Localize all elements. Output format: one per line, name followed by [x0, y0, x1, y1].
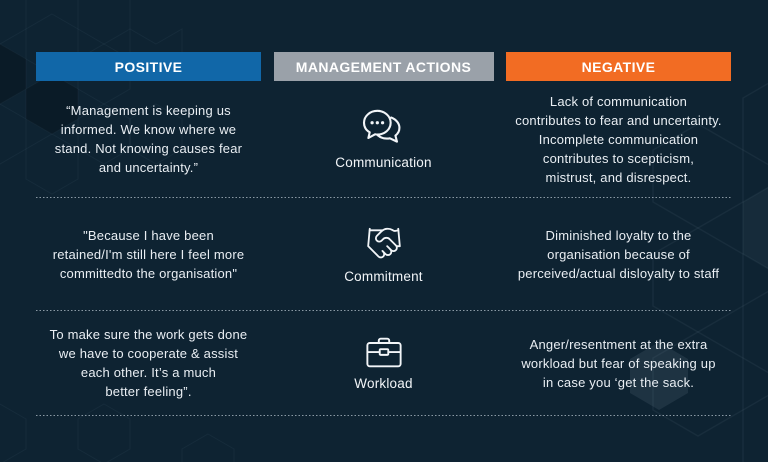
row-divider	[36, 310, 731, 311]
positive-quote-cell: "Because I have been retained/I'm still …	[36, 198, 261, 310]
negative-text: Lack of communication contributes to fea…	[515, 93, 722, 185]
negative-text: Anger/resentment at the extra workload b…	[521, 336, 716, 390]
table-row-communication: “Management is keeping us informed. We k…	[36, 81, 731, 197]
positive-quote: "Because I have been retained/I'm still …	[52, 227, 245, 281]
header-positive: POSITIVE	[36, 52, 261, 81]
row-divider	[36, 197, 731, 198]
negative-text-cell: Diminished loyalty to the organisation b…	[506, 198, 731, 310]
speech-bubbles-icon	[361, 108, 407, 148]
header-management-actions: MANAGEMENT ACTIONS	[273, 52, 494, 81]
action-label: Commitment	[344, 269, 423, 284]
comparison-table: POSITIVE MANAGEMENT ACTIONS NEGATIVE “Ma…	[36, 52, 731, 416]
handshake-icon	[359, 224, 409, 262]
negative-text: Diminished loyalty to the organisation b…	[517, 227, 720, 281]
action-cell-communication: Communication	[274, 81, 494, 197]
action-label: Communication	[335, 155, 432, 170]
action-cell-workload: Workload	[274, 311, 494, 415]
row-divider	[36, 415, 731, 416]
column-headers: POSITIVE MANAGEMENT ACTIONS NEGATIVE	[36, 52, 731, 81]
table-row-workload: To make sure the work gets done we have …	[36, 311, 731, 415]
action-label: Workload	[354, 375, 413, 391]
negative-text-cell: Anger/resentment at the extra workload b…	[506, 311, 731, 415]
briefcase-icon	[365, 336, 403, 369]
header-negative: NEGATIVE	[506, 52, 731, 81]
positive-quote: To make sure the work gets done we have …	[49, 327, 248, 399]
positive-quote-cell: “Management is keeping us informed. We k…	[36, 81, 261, 197]
table-row-commitment: "Because I have been retained/I'm still …	[36, 198, 731, 310]
positive-quote-cell: To make sure the work gets done we have …	[36, 311, 261, 415]
positive-quote: “Management is keeping us informed. We k…	[54, 103, 243, 175]
action-cell-commitment: Commitment	[274, 198, 494, 310]
negative-text-cell: Lack of communication contributes to fea…	[506, 81, 731, 197]
